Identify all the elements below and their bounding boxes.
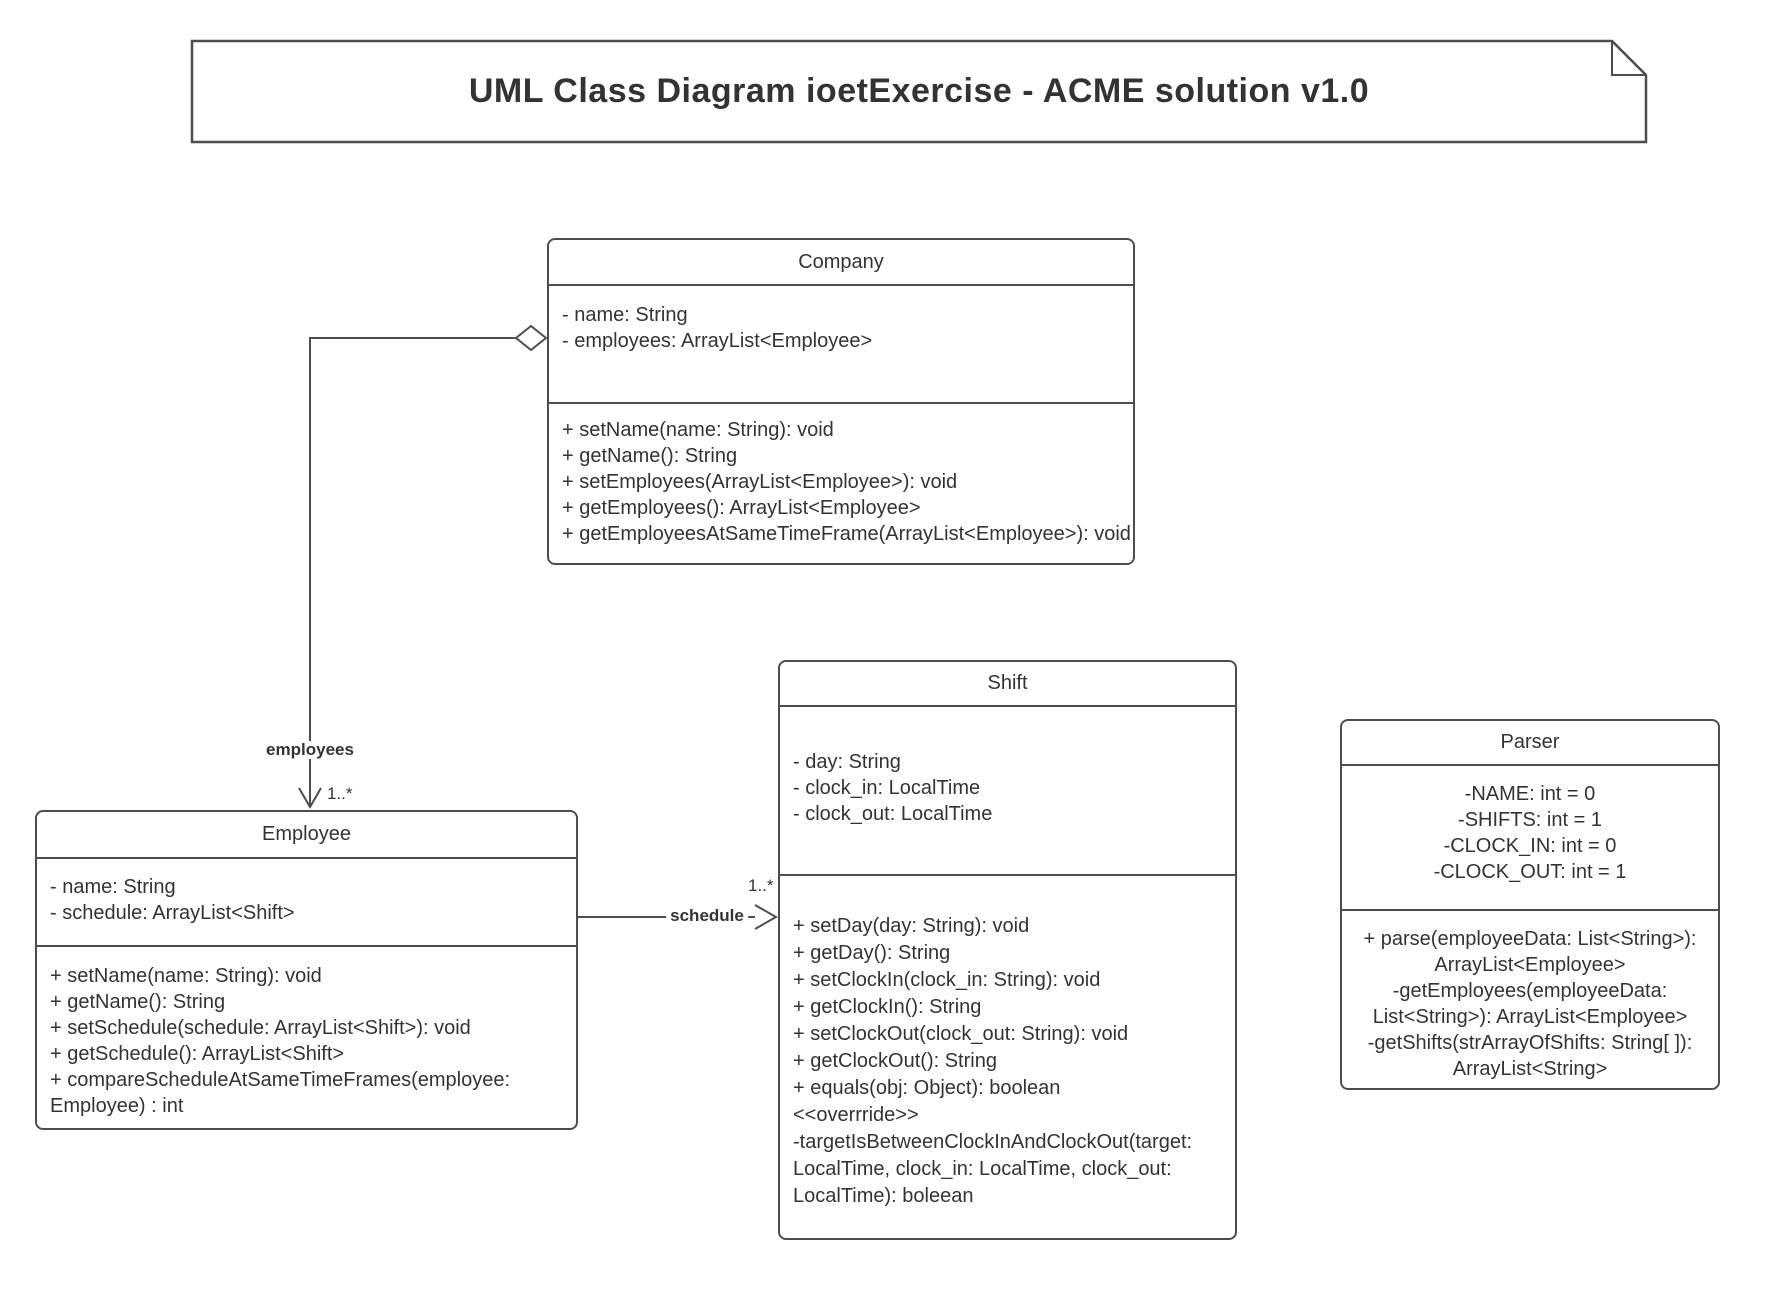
text-line: - clock_out: LocalTime [793, 803, 993, 825]
text-line: - schedule: ArrayList<Shift> [50, 902, 295, 924]
text-line: <<overrride>> [793, 1104, 919, 1126]
text-line: + compareScheduleAtSameTimeFrames(employ… [50, 1069, 511, 1091]
class-employee: Employee - name: String - schedule: Array… [35, 810, 578, 1130]
class-employee-attributes: - name: String - schedule: ArrayList<Shif… [37, 857, 576, 945]
text-line: -getEmployees(employeeData: [1392, 980, 1668, 1002]
aggregation-connector [309, 337, 516, 806]
edge-label-employees: employees [262, 741, 358, 759]
text-line: -NAME: int = 0 [1464, 783, 1596, 805]
class-shift: Shift - day: String - clock_in: LocalTime… [778, 660, 1237, 1240]
text-line: + equals(obj: Object): boolean [793, 1077, 1061, 1099]
text-line: + setSchedule(schedule: ArrayList<Shift>… [50, 1017, 471, 1039]
text-line: + getSchedule(): ArrayList<Shift> [50, 1043, 345, 1065]
class-company-attributes: - name: String - employees: ArrayList<Emp… [549, 284, 1133, 402]
text-line: + getEmployeesAtSameTimeFrame(ArrayList<… [562, 523, 1131, 545]
schedule-arrowhead-icon [754, 904, 779, 930]
text-line: - day: String [793, 751, 901, 773]
class-parser-methods: + parse(employeeData: List<String>): Arra… [1342, 909, 1718, 1088]
text-line: -CLOCK_OUT: int = 1 [1433, 861, 1627, 883]
text-line: + setClockIn(clock_in: String): void [793, 969, 1101, 991]
text-line: + setEmployees(ArrayList<Employee>): voi… [562, 471, 958, 493]
text-line: + setName(name: String): void [50, 965, 322, 987]
text-line: - name: String [50, 876, 176, 898]
text-line: ArrayList<String> [1452, 1058, 1608, 1080]
text-line: -targetIsBetweenClockInAndClockOut(targe… [793, 1131, 1193, 1153]
class-employee-name: Employee [262, 823, 351, 845]
text-line: LocalTime, clock_in: LocalTime, clock_ou… [793, 1158, 1172, 1180]
text-line: + getName(): String [50, 991, 226, 1013]
class-parser-attributes: -NAME: int = 0 -SHIFTS: int = 1 -CLOCK_IN:… [1342, 764, 1718, 909]
text-line: + getDay(): String [793, 942, 951, 964]
text-line: - clock_in: LocalTime [793, 777, 981, 799]
class-shift-name: Shift [987, 672, 1028, 694]
text-line: + getName(): String [562, 445, 738, 467]
text-line: - employees: ArrayList<Employee> [562, 330, 873, 352]
text-line: - name: String [562, 304, 688, 326]
text-line: + setClockOut(clock_out: String): void [793, 1023, 1129, 1045]
multiplicity-employees: 1..* [327, 784, 353, 803]
title-note-shape [190, 39, 1648, 144]
text-line: + setName(name: String): void [562, 419, 834, 441]
text-line: + setDay(day: String): void [793, 915, 1030, 937]
edge-label-schedule: schedule [666, 907, 748, 925]
text-line: List<String>): ArrayList<Employee> [1372, 1006, 1688, 1028]
text-line: + parse(employeeData: List<String>): [1363, 928, 1697, 950]
class-shift-attributes: - day: String - clock_in: LocalTime - cloc… [780, 705, 1235, 874]
text-line: -getShifts(strArrayOfShifts: String[ ]): [1367, 1032, 1693, 1054]
class-company-name: Company [798, 250, 884, 273]
class-shift-methods: + setDay(day: String): void + getDay(): S… [780, 874, 1235, 1238]
aggregation-diamond-icon [514, 324, 548, 352]
diagram-title: UML Class Diagram ioetExercise - ACME so… [468, 72, 1370, 110]
note-fold-icon [1611, 41, 1646, 76]
text-line: + getClockOut(): String [793, 1050, 997, 1072]
text-line: LocalTime): boleean [793, 1185, 974, 1207]
text-line: ArrayList<Employee> [1434, 954, 1626, 976]
class-company-methods: + setName(name: String): void + getName()… [549, 402, 1133, 563]
text-line: + getClockIn(): String [793, 996, 982, 1018]
text-line: Employee) : int [50, 1095, 184, 1117]
class-company: Company - name: String - employees: Array… [547, 238, 1135, 565]
text-line: -CLOCK_IN: int = 0 [1443, 835, 1617, 857]
employees-arrowhead-icon [298, 787, 322, 809]
text-line: -SHIFTS: int = 1 [1458, 809, 1602, 831]
text-line: + getEmployees(): ArrayList<Employee> [562, 497, 921, 519]
class-parser-name: Parser [1500, 731, 1560, 753]
class-parser: Parser -NAME: int = 0 -SHIFTS: int = 1 -CL… [1340, 719, 1720, 1090]
class-employee-methods: + setName(name: String): void + getName()… [37, 945, 576, 1128]
multiplicity-schedule: 1..* [748, 876, 774, 895]
